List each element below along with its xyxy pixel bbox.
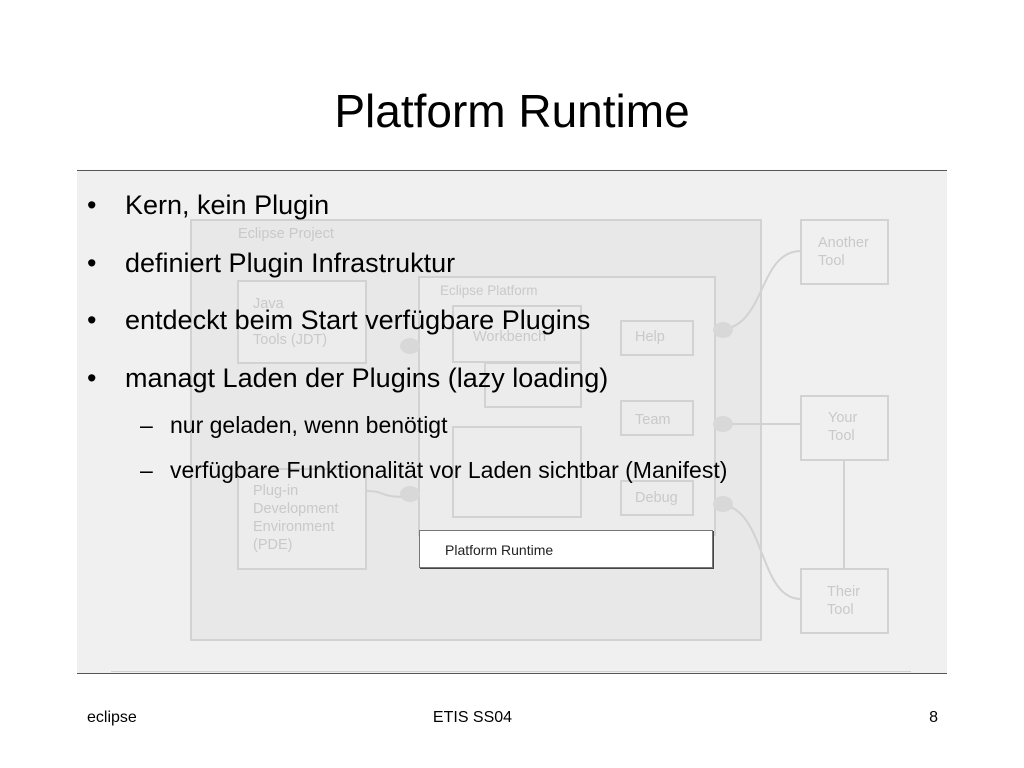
eclipse-platform-label: Eclipse Platform	[440, 283, 538, 298]
bullet-item: • Kern, kein Plugin	[87, 188, 329, 222]
sub-bullet-text: verfügbare Funktionalität vor Laden sich…	[170, 457, 728, 483]
jdt-label-line-2: Tools (JDT)	[253, 332, 328, 348]
bullet-text: entdeckt beim Start verfügbare Plugins	[125, 305, 591, 335]
jdt-label: Java Tools (JDT)	[253, 295, 327, 349]
bullet-marker: •	[87, 363, 97, 393]
pde-label-line-2: Development	[253, 501, 339, 517]
bullet-text: managt Laden der Plugins (lazy loading)	[125, 363, 609, 393]
platform-runtime-box: Platform Runtime	[419, 530, 713, 568]
your-tool-line-1: Your	[828, 410, 858, 426]
bullet-marker: •	[87, 305, 97, 335]
pde-label-line-1: Plug-in	[253, 483, 299, 499]
their-tool-line-1: Their	[827, 584, 861, 600]
bullet-text: definiert Plugin Infrastruktur	[125, 248, 456, 278]
debug-label: Debug	[635, 490, 678, 506]
their-tool-label: Their Tool	[827, 583, 860, 619]
footer-left: eclipse	[87, 709, 137, 726]
footer-center: ETIS SS04	[432, 709, 513, 726]
footer-rule	[77, 673, 947, 674]
title-rule	[77, 170, 947, 171]
bullet-item: • managt Laden der Plugins (lazy loading)	[87, 361, 608, 395]
sub-bullet-item: –verfügbare Funktionalität vor Laden sic…	[140, 456, 727, 484]
workspace-box	[452, 426, 582, 518]
platform-runtime-label: Platform Runtime	[445, 542, 554, 558]
eclipse-project-label: Eclipse Project	[238, 226, 334, 242]
architecture-diagram	[190, 219, 889, 641]
pde-label-line-4: (PDE)	[253, 537, 293, 553]
jdt-box	[237, 280, 367, 364]
jdt-label-line-1: Java	[253, 296, 284, 312]
your-tool-label: Your Tool	[828, 409, 857, 445]
another-tool-label: Another Tool	[818, 234, 869, 270]
sub-bullet-item: –nur geladen, wenn benötigt	[140, 411, 448, 439]
another-tool-line-2: Tool	[818, 253, 845, 269]
debug-box	[620, 480, 694, 516]
another-tool-line-1: Another	[818, 235, 869, 251]
bullet-marker: •	[87, 248, 97, 278]
content-area: Eclipse Project Java Tools (JDT) Plug-in…	[77, 171, 947, 673]
bullet-item: • definiert Plugin Infrastruktur	[87, 246, 455, 280]
sub-bullet-text: nur geladen, wenn benötigt	[170, 412, 448, 438]
workbench-label: Workbench	[473, 329, 547, 345]
help-label: Help	[635, 329, 665, 345]
your-tool-line-2: Tool	[828, 428, 855, 444]
pde-label-line-3: Environment	[253, 519, 335, 535]
team-box	[620, 400, 694, 436]
sub-bullet-marker: –	[140, 412, 153, 438]
sub-bullet-marker: –	[140, 457, 153, 483]
team-label: Team	[635, 412, 671, 428]
jface-box	[484, 362, 582, 408]
inner-divider	[111, 671, 911, 672]
pde-label: Plug-in Development Environment (PDE)	[253, 482, 338, 554]
help-box	[620, 320, 694, 356]
bullet-text: Kern, kein Plugin	[125, 190, 330, 220]
bullet-item: • entdeckt beim Start verfügbare Plugins	[87, 303, 590, 337]
pde-box	[237, 468, 367, 570]
slide-title: Platform Runtime	[334, 85, 690, 137]
page-number: 8	[929, 709, 938, 726]
bullet-marker: •	[87, 190, 97, 220]
their-tool-line-2: Tool	[827, 602, 854, 618]
